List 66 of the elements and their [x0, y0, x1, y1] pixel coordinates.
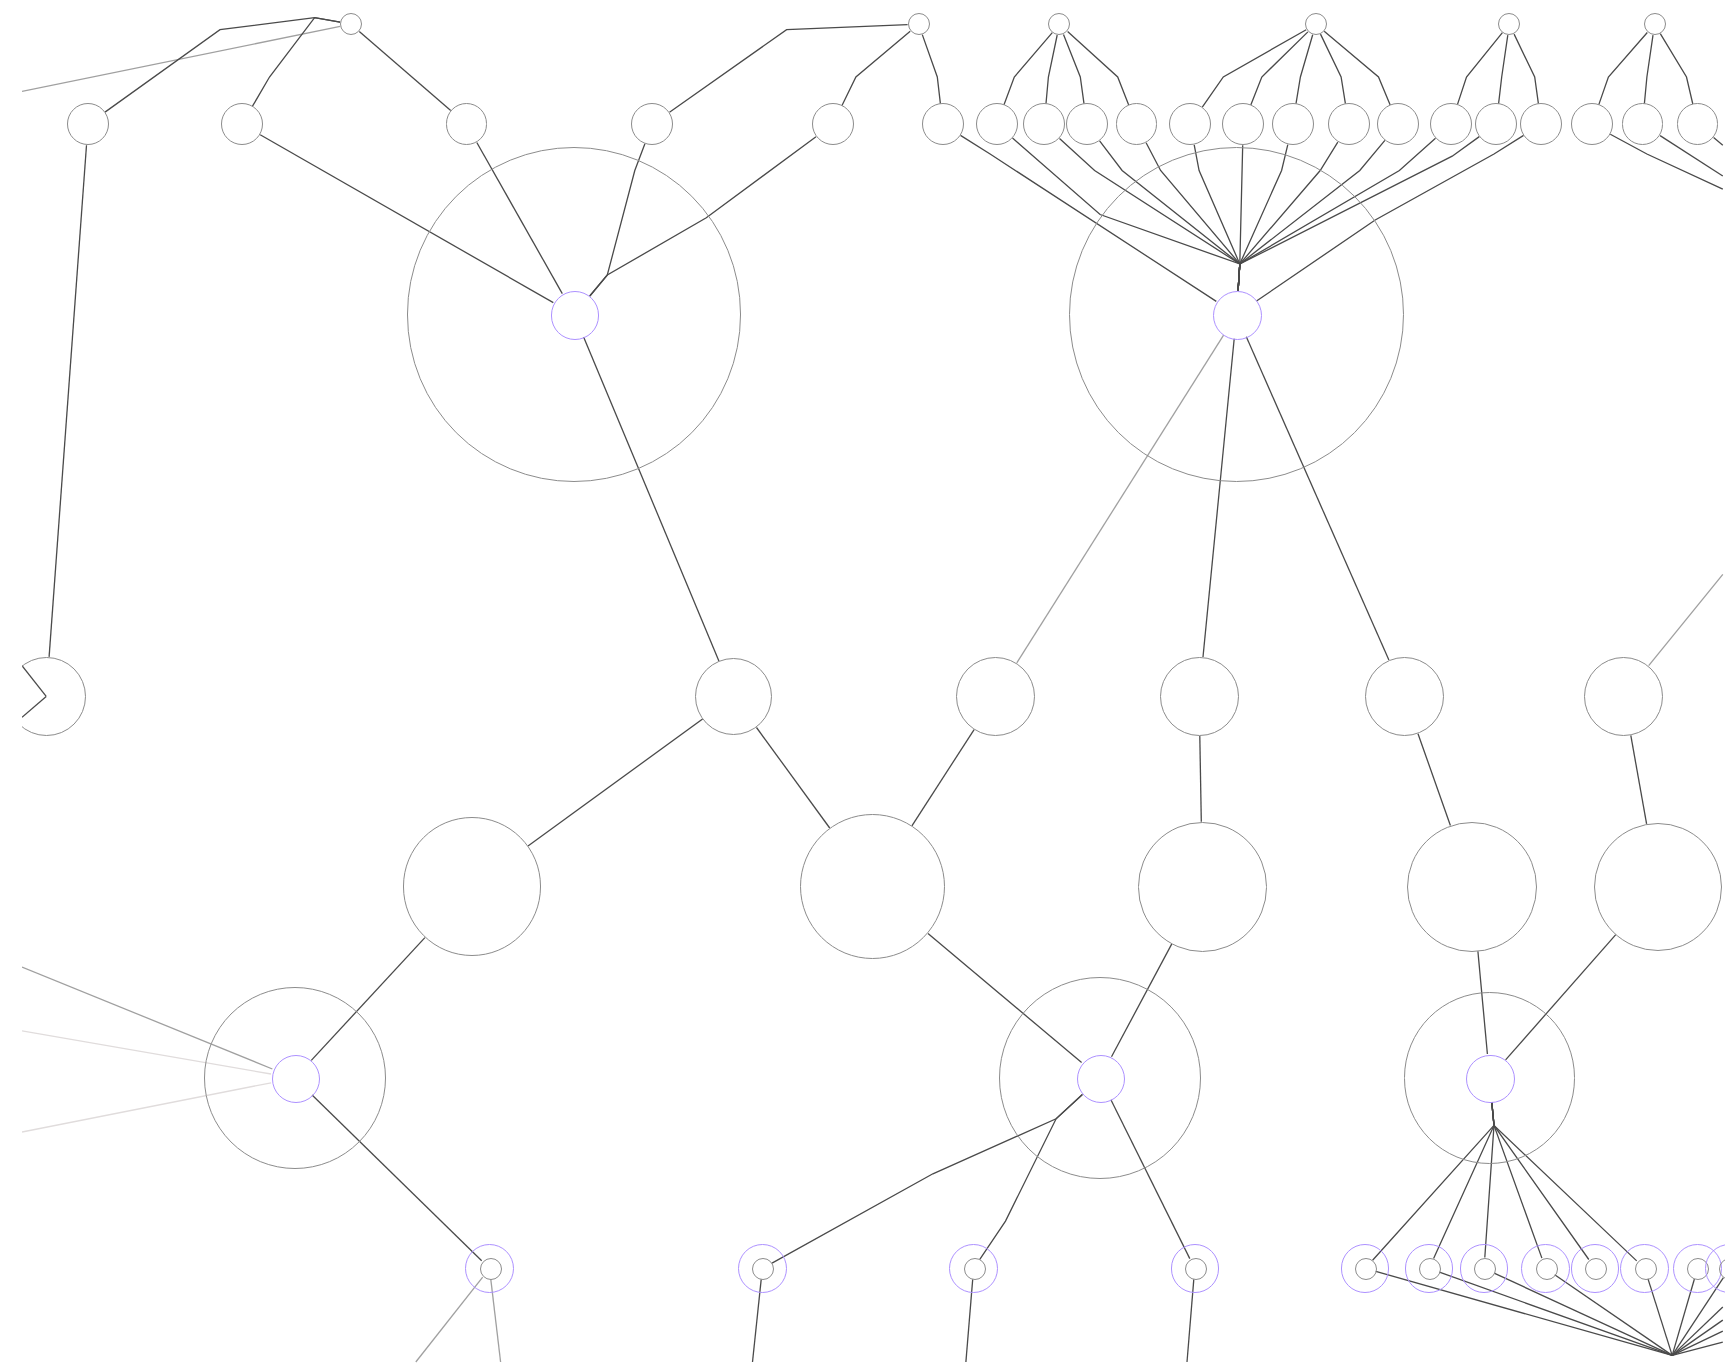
connector-line [1712, 136, 1724, 146]
connector-line [358, 30, 452, 112]
connector-line [48, 144, 88, 658]
connector-line [22, 25, 341, 92]
connector-line [911, 728, 975, 827]
connector-line [1066, 30, 1130, 106]
connector-line [1016, 334, 1225, 664]
connector-line [251, 16, 341, 107]
connector-line [1659, 32, 1694, 105]
connector-line [1513, 33, 1540, 105]
connector-line [1554, 1274, 1673, 1357]
connector-line [1648, 573, 1724, 667]
connector-line [1375, 1270, 1673, 1357]
connector-line [22, 1030, 272, 1075]
connector-line [751, 1278, 762, 1363]
connector-line [1186, 1278, 1195, 1363]
connector-line [1045, 34, 1058, 105]
connector-line [415, 1276, 484, 1363]
connector-line [1255, 134, 1525, 302]
connector-line [1003, 31, 1053, 106]
connector-line [1062, 33, 1085, 105]
connector-line [589, 136, 817, 297]
connector-line [959, 134, 1217, 303]
connector-line [1493, 1272, 1673, 1357]
connector-line [476, 141, 563, 295]
connector-line [1319, 33, 1347, 105]
connector-line [22, 695, 47, 718]
connector-line [1659, 134, 1724, 177]
connector-line [1245, 336, 1390, 661]
connector-line [1491, 1101, 1638, 1262]
connector-line [1609, 133, 1724, 190]
connector-line [1671, 1278, 1696, 1357]
connector-line [259, 134, 554, 304]
connector-line [1417, 733, 1452, 827]
connector-line [22, 664, 47, 698]
connector-line [1477, 950, 1489, 1055]
connector-line [1110, 943, 1173, 1058]
connector-line [1643, 34, 1654, 105]
connector-line [921, 33, 942, 105]
connector-line [311, 1094, 483, 1262]
connector-line [310, 936, 426, 1062]
connector-line [965, 1278, 974, 1363]
connector-line [1598, 31, 1648, 106]
connector-line [1295, 34, 1314, 105]
connector-line [1201, 29, 1307, 108]
connector-line [1456, 32, 1504, 106]
connector-line [1250, 31, 1309, 106]
connector-line [582, 336, 720, 662]
connector-line [22, 1082, 272, 1133]
connector-line [22, 966, 274, 1070]
connector-line [755, 726, 831, 829]
connector-line [841, 30, 911, 107]
connector-line [1647, 1278, 1673, 1357]
connector-line [1497, 34, 1509, 105]
connector-line [927, 932, 1083, 1064]
connector-line [668, 24, 909, 113]
connector-line [979, 1093, 1084, 1260]
connector-line [1110, 1099, 1191, 1260]
connector-line [1323, 30, 1391, 106]
connector-line [1504, 933, 1617, 1061]
connector-line [1237, 135, 1480, 292]
connector-line [1630, 734, 1648, 825]
connector-line [1202, 338, 1235, 658]
connector-line [527, 718, 704, 847]
connector-line [1199, 735, 1202, 823]
connector-line [490, 1278, 502, 1363]
